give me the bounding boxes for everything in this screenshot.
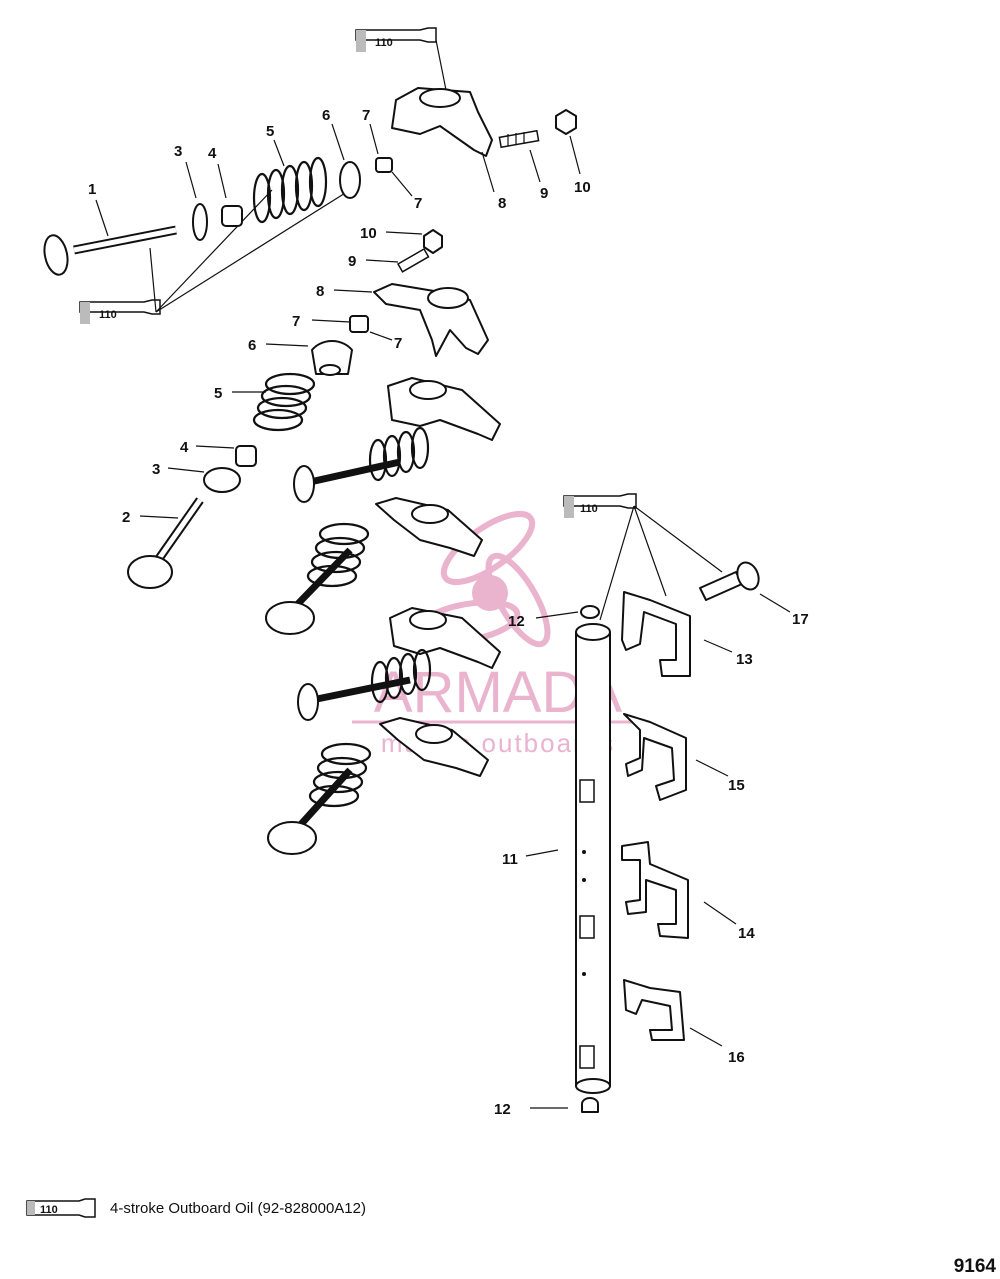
propeller-logo-icon (415, 510, 551, 648)
svg-text:110: 110 (99, 309, 117, 321)
cap-6-mid (311, 340, 353, 376)
callout-label: 10 (574, 179, 591, 196)
nut-10-mid (423, 229, 443, 254)
svg-text:110: 110 (580, 503, 598, 515)
valve-spring-assembly (267, 742, 372, 855)
cap-6-top (339, 161, 361, 199)
callout-label: 3 (152, 461, 160, 478)
valve-2 (127, 497, 204, 589)
callout-label: 7 (362, 107, 370, 124)
keeper-7-top (375, 157, 393, 173)
rocker-arm-assembly (387, 377, 501, 441)
callout-label: 15 (728, 777, 745, 794)
callout-label: 4 (208, 145, 217, 162)
seal-4-top (221, 205, 243, 227)
adjust-screw-9-mid (396, 248, 430, 273)
oil-tube-icon: 110 (26, 1198, 96, 1218)
nut-10-top (555, 109, 577, 135)
callout-label: 7 (414, 195, 422, 212)
spring-5-mid (252, 372, 316, 432)
clip-16 (623, 979, 685, 1041)
callout-label: 6 (322, 107, 330, 124)
valve-1 (43, 225, 177, 276)
clip-14 (621, 841, 689, 939)
spring-5-top (252, 156, 328, 224)
valve-spring-assembly (293, 426, 430, 503)
callout-label: 7 (292, 313, 300, 330)
svg-text:110: 110 (375, 37, 393, 49)
rocker-arm-assembly (389, 607, 501, 669)
valve-spring-assembly (297, 648, 432, 721)
bolt-17 (699, 561, 760, 601)
keeper-7-mid (349, 315, 369, 333)
legend: 110 4-stroke Outboard Oil (92-828000A12) (26, 1196, 366, 1220)
clip-13 (621, 591, 691, 677)
retainer-3-top (192, 203, 208, 241)
callout-leaders (95, 123, 791, 1109)
callout-label: 2 (122, 509, 130, 526)
callout-label: 7 (394, 335, 402, 352)
plug-12-top (580, 605, 600, 619)
callout-label: 6 (248, 337, 256, 354)
callout-label: 16 (728, 1049, 745, 1066)
legend-text: 4-stroke Outboard Oil (92-828000A12) (110, 1199, 366, 1217)
rocker-shaft-11 (575, 623, 611, 1094)
clip-15 (623, 713, 687, 801)
callout-label: 9 (540, 185, 548, 202)
callout-label: 1 (88, 181, 96, 198)
adjust-screw-9-top (498, 129, 540, 149)
oil-tube-icon: 110 (563, 493, 637, 518)
rocker-arm-assembly (375, 497, 483, 557)
callout-label: 5 (214, 385, 222, 402)
callout-label: 14 (738, 925, 755, 942)
diagram-number: 9164 (953, 1256, 996, 1277)
valve-spring-assembly (265, 522, 370, 635)
oil-tube-icon: 110 (355, 27, 437, 52)
callout-label: 12 (494, 1101, 511, 1118)
rocker-arm-mid (373, 283, 489, 357)
oil-tube-icon: 110 (79, 299, 161, 324)
callout-labels: 1 3 4 5 6 7 7 8 9 10 10 9 8 7 7 6 5 4 3 … (88, 107, 809, 1118)
callout-label: 9 (348, 253, 356, 270)
callout-label: 5 (266, 123, 274, 140)
callout-label: 10 (360, 225, 377, 242)
rocker-arm-top (391, 87, 493, 157)
callout-label: 13 (736, 651, 753, 668)
rocker-arm-assembly (379, 717, 489, 777)
callout-label: 12 (508, 613, 525, 630)
seal-4-mid (235, 445, 257, 467)
callout-label: 3 (174, 143, 182, 160)
plug-12-bottom (581, 1097, 599, 1113)
callout-label: 17 (792, 611, 809, 628)
callout-label: 8 (316, 283, 324, 300)
retainer-3-mid (203, 467, 241, 493)
callout-label: 8 (498, 195, 506, 212)
legend-tube-label: 110 (40, 1204, 58, 1216)
callout-label: 4 (180, 439, 189, 456)
callout-label: 11 (502, 851, 518, 868)
